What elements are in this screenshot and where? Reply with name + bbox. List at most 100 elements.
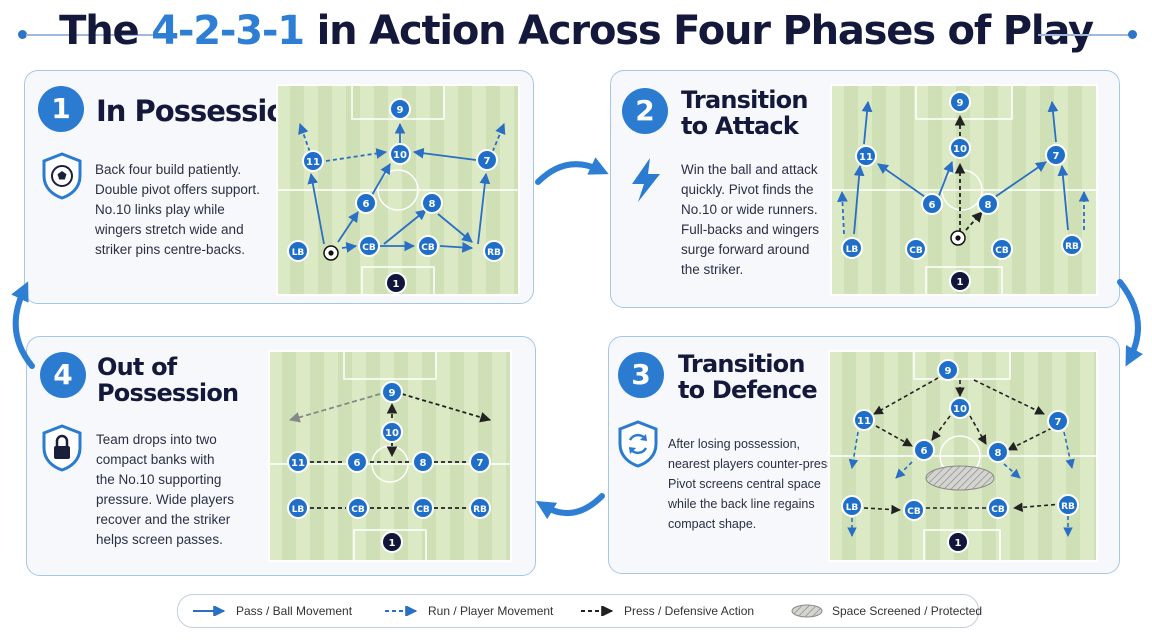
pitch-transition-to-attack: 9 10 11 7 6 8 LB CB CB RB 1 [830, 84, 1098, 296]
flow-arrow-4-to-1 [11, 281, 35, 369]
run-arrow [848, 431, 859, 469]
pitch-box-bottom [923, 529, 1001, 562]
desc-line: surge forward around [681, 242, 810, 257]
phase-description-4: Team drops into two compact banks with t… [96, 430, 234, 550]
player-label: 7 [477, 458, 484, 469]
player-label: 11 [306, 157, 320, 168]
pass-arrow [877, 163, 929, 200]
player-rb: RB [1057, 494, 1079, 516]
phase-description-2: Win the ball and attack quickly. Pivot f… [681, 160, 819, 280]
pitch-transition-to-defence: 9 10 11 7 6 8 LB CB CB RB 1 [828, 350, 1098, 562]
phase-title-1: In Possession [96, 95, 306, 127]
player-label: 6 [363, 199, 370, 210]
player-label: CB [909, 246, 923, 256]
player-gk: 1 [947, 531, 969, 553]
player-9: 9 [937, 359, 959, 381]
player-label: CB [362, 243, 376, 253]
player-lb: LB [841, 495, 863, 517]
pitch-box-bottom [925, 266, 1003, 296]
padlock-shield-icon [42, 424, 82, 472]
player-label: 11 [857, 416, 871, 427]
lightning-bolt-icon [632, 158, 660, 202]
player-7: 7 [476, 149, 498, 171]
player-label: CB [991, 505, 1005, 515]
ball-icon [323, 245, 339, 261]
player-10: 10 [389, 143, 411, 165]
player-8: 8 [987, 441, 1009, 463]
phase-title-2: Transition to Attack [681, 87, 808, 139]
pass-arrow [337, 211, 359, 243]
ball-icon [950, 230, 966, 246]
title-rule-right [1038, 34, 1130, 36]
phase-number-3: 3 [618, 352, 664, 398]
phase-number-4: 4 [40, 352, 86, 398]
player-8: 8 [412, 451, 434, 473]
player-7: 7 [469, 451, 491, 473]
player-label: CB [995, 246, 1009, 256]
player-label: 11 [291, 458, 305, 469]
player-6: 6 [913, 439, 935, 461]
player-10: 10 [381, 421, 403, 443]
player-label: 6 [929, 200, 936, 211]
phase-title-3: Transition to Defence [678, 351, 818, 403]
pass-arrow [412, 147, 477, 161]
legend-label: Space Screened / Protected [832, 604, 983, 618]
legend-pass: Pass / Ball Movement [192, 595, 352, 627]
player-rb: RB [1061, 234, 1083, 256]
player-label: 9 [945, 366, 952, 377]
player-lb: LB [841, 237, 863, 259]
pass-arrow [437, 213, 473, 243]
player-label: LB [292, 248, 305, 258]
legend-dashed-arrow-icon [385, 606, 418, 616]
pass-arrow [307, 172, 325, 245]
phase-title-2-line: to Attack [681, 112, 799, 140]
desc-line: No.10 or wide runners. [681, 202, 818, 217]
player-label: 9 [397, 105, 404, 116]
player-9: 9 [381, 381, 403, 403]
press-arrow [973, 379, 1045, 415]
title-dot-left [18, 30, 27, 39]
pass-arrow [439, 242, 474, 253]
desc-line: quickly. Pivot finds the [681, 182, 814, 197]
pass-arrow [371, 163, 391, 196]
player-label: CB [416, 505, 430, 515]
run-arrow [489, 123, 506, 159]
player-cb-left: CB [347, 497, 369, 519]
run-arrow [837, 190, 848, 235]
player-label: 7 [484, 156, 491, 167]
phase-title-4-line: Possession [97, 379, 239, 407]
pitch-box-top [343, 350, 437, 380]
pitch-box-bottom [353, 529, 427, 562]
title-accent: 4-2-3-1 [151, 8, 305, 54]
player-cb-right: CB [412, 497, 434, 519]
legend: Pass / Ball Movement Run / Player Moveme… [177, 594, 983, 628]
player-label: CB [421, 243, 435, 253]
desc-line: Double pivot offers support. [95, 182, 260, 197]
player-11: 11 [855, 145, 877, 167]
player-label: 8 [985, 200, 992, 211]
player-7: 7 [1047, 410, 1069, 432]
legend-label: Run / Player Movement [428, 604, 554, 618]
player-9: 9 [389, 98, 411, 120]
pass-arrow [383, 209, 427, 245]
desc-line: compact shape. [668, 517, 757, 531]
player-cb-left: CB [903, 499, 925, 521]
desc-line: Pivot screens central space [668, 477, 821, 491]
pitch-box-top [913, 350, 1011, 380]
desc-line: the No.10 supporting [96, 472, 222, 487]
desc-line: After losing possession, [668, 437, 801, 451]
press-arrow [931, 415, 951, 441]
desc-line: helps screen passes. [96, 532, 223, 547]
player-cb-right: CB [991, 238, 1013, 260]
run-arrow [1003, 463, 1021, 479]
player-label: LB [846, 503, 859, 513]
player-label: 10 [393, 150, 407, 161]
pitch-in-possession: 9 11 10 7 6 8 LB CB CB RB 1 [276, 84, 520, 296]
player-label: 8 [429, 199, 436, 210]
run-arrow [298, 122, 313, 159]
phase-description-1: Back four build patiently. Double pivot … [95, 160, 260, 260]
flow-arrow-1-to-2 [535, 157, 609, 185]
soccer-ball-shield-icon [42, 152, 82, 200]
pass-arrow [341, 242, 358, 253]
player-7: 7 [1045, 144, 1067, 166]
